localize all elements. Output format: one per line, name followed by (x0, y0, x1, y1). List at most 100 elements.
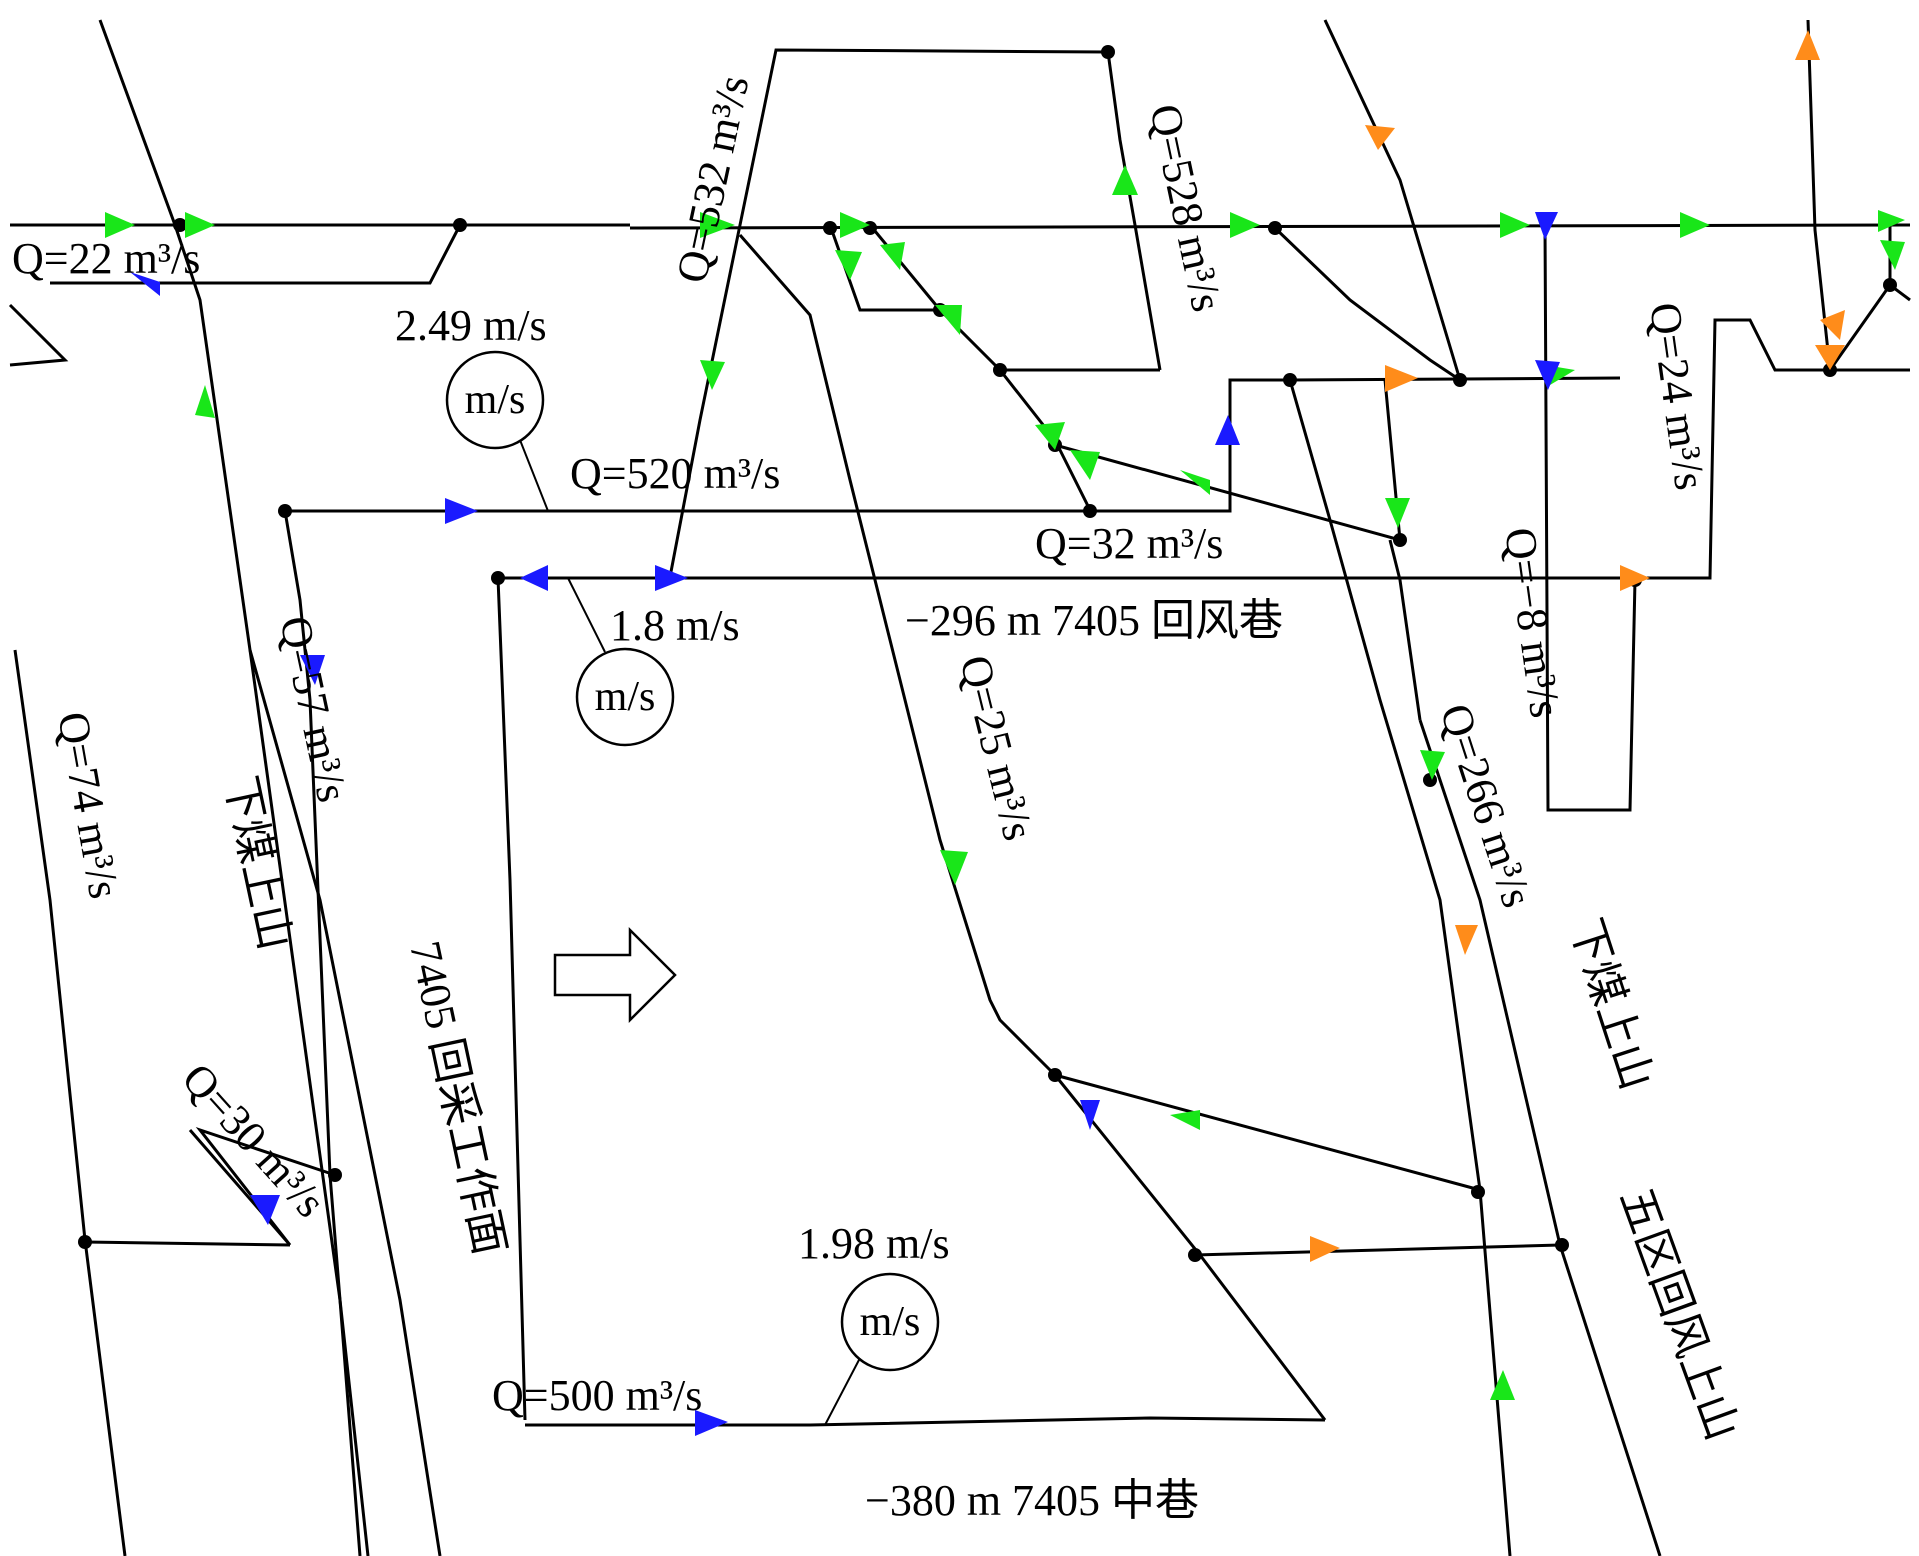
blue-flow-arrow (1535, 360, 1560, 390)
blue-flow-arrow (1535, 212, 1558, 240)
gauge-circle (445, 350, 545, 450)
loop-right (868, 224, 942, 311)
working-face-line (248, 649, 442, 1556)
node (1471, 1185, 1485, 1199)
orange-flow-arrow (1385, 365, 1418, 392)
node (1423, 773, 1437, 787)
lower-crosscut (1054, 1073, 1481, 1192)
green-flow-arrow (700, 360, 725, 390)
roadway-lower-coal-left: 下煤上山 (215, 772, 300, 954)
orange-flow-arrow (1310, 1236, 1340, 1262)
label-q8: Q=−8 m³/s (1495, 525, 1570, 721)
lower-horizontal (1194, 1243, 1561, 1257)
green-flow-arrow (700, 212, 735, 238)
orange-flow-arrow (1455, 925, 1478, 955)
hollow-direction-arrow (553, 926, 677, 1024)
label-q74: Q=74 m³/s (48, 708, 129, 902)
roadway-return-296: −296 m 7405 回风巷 (905, 596, 1283, 645)
gauge-unit: m/s (595, 674, 656, 720)
label-q528: Q=528 m³/s (1140, 100, 1232, 316)
green-flow-arrow (1385, 498, 1410, 528)
green-flow-arrow (105, 212, 135, 238)
orange-flow-arrow (1365, 125, 1395, 150)
orange-flow-arrow (1820, 310, 1845, 340)
top-left-branch (50, 224, 462, 285)
label-q57: Q=57 m³/s (270, 612, 357, 806)
blue-flow-arrow (250, 1195, 280, 1225)
node (1048, 1068, 1062, 1082)
roadway-middle-380: −380 m 7405 中巷 (865, 1476, 1199, 1525)
label-q24: Q=24 m³/s (1640, 300, 1715, 493)
q57-line (283, 510, 370, 1556)
node (1555, 1238, 1569, 1252)
green-flow-arrow (840, 212, 870, 238)
q266-upper (1388, 539, 1422, 721)
top-orange-diagonal (1323, 19, 1462, 381)
node (491, 571, 505, 585)
green-flow-arrow (1680, 212, 1710, 238)
label-q520: Q=520 m³/s (570, 449, 780, 498)
label-q22: Q=22 m³/s (12, 234, 200, 283)
node (1101, 45, 1115, 59)
blue-flow-arrow (520, 565, 548, 591)
blue-flow-arrow (445, 498, 478, 524)
q8-vertical (1543, 224, 1637, 812)
green-flow-arrow (1500, 212, 1530, 238)
blue-flow-arrow (300, 655, 325, 685)
orange-flow-arrow (1795, 30, 1820, 60)
gauge-leader (824, 1357, 861, 1426)
orange-flow-arrow (1620, 565, 1650, 591)
node (1283, 373, 1297, 387)
label-q532: Q=532 m³/s (667, 71, 759, 287)
green-flow-arrow (1180, 470, 1210, 495)
green-flow-arrow (1880, 240, 1905, 270)
node (78, 1235, 92, 1249)
blue-flow-arrow (1080, 1100, 1100, 1130)
flow-arrows (105, 30, 1905, 1436)
green-flow-arrow (185, 212, 215, 238)
roadway-working-face: 7405 回采工作面 (400, 937, 514, 1259)
node (278, 504, 292, 518)
anemometer-gauge-1: 2.49 m/s m/s (395, 301, 549, 512)
gauge-unit: m/s (860, 1299, 921, 1345)
node (1883, 278, 1897, 292)
green-flow-arrow (935, 305, 962, 335)
left-edge-shape (8, 303, 69, 367)
roadway-district5-return: 五区回风上山 (1611, 1182, 1747, 1447)
green-flow-arrow (940, 850, 968, 885)
upper-right-diagonal (1273, 226, 1461, 382)
label-q25: Q=25 m³/s (950, 651, 1043, 846)
label-q500: Q=500 m³/s (492, 1371, 702, 1420)
blue-flow-arrow (655, 565, 688, 591)
gauge-speed: 2.49 m/s (395, 301, 547, 350)
q74-line (13, 649, 127, 1556)
q520-airway (285, 378, 1290, 513)
node (1268, 221, 1282, 235)
gauge-unit: m/s (465, 377, 526, 423)
face-diagonal-right (1053, 1074, 1327, 1421)
blue-flow-arrow (130, 272, 160, 296)
lower-left-connector (84, 1240, 291, 1247)
roadway-lines (8, 19, 1911, 1556)
green-flow-arrow (1070, 450, 1100, 480)
label-q32: Q=32 m³/s (1035, 519, 1223, 568)
anemometer-gauge-3: 1.98 m/s m/s (798, 1219, 950, 1426)
node (328, 1168, 342, 1182)
node (1188, 1248, 1202, 1262)
node (1083, 504, 1097, 518)
node (993, 363, 1007, 377)
green-flow-arrow (1170, 1110, 1200, 1130)
node (823, 221, 837, 235)
q25-branch (738, 234, 1057, 1077)
blue-flow-arrow (1215, 415, 1240, 445)
green-flow-arrow (1490, 1370, 1515, 1400)
left-vertical-face (496, 577, 527, 1421)
gauge-leader (567, 577, 606, 653)
node (1393, 533, 1407, 547)
green-flow-arrow (880, 242, 905, 270)
roadway-lower-coal-right: 下煤上山 (1560, 913, 1661, 1096)
green-flow-arrow (1420, 750, 1445, 780)
green-flow-arrow (1230, 212, 1260, 238)
anemometer-gauge-2: 1.8 m/s m/s (567, 577, 740, 747)
